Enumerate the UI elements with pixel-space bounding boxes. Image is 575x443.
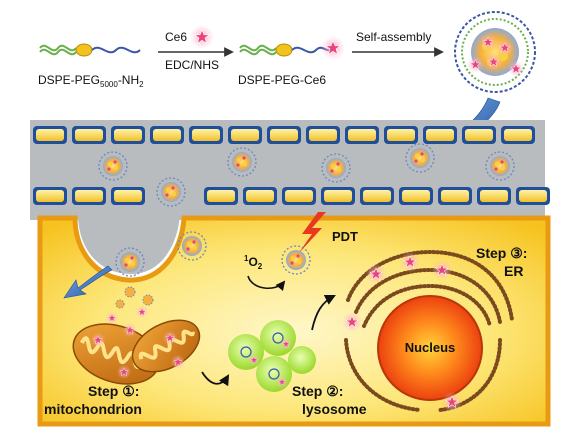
svg-text:Step ②:: Step ②: [292,383,343,399]
step-2-label: Step ②: lysosome [292,383,367,417]
svg-text:ER: ER [504,263,523,279]
large-nanoparticle-icon [454,11,536,93]
svg-text:Step ①:: Step ①: [88,383,139,399]
light-bolt-icon [298,212,326,254]
step-1-label: Step ①: mitochondrion [44,383,142,417]
disassembling-nanoparticles [105,286,154,325]
reactant-label: DSPE-PEG5000-NH2 [38,73,144,89]
svg-text:mitochondrion: mitochondrion [44,401,142,417]
mitochondrion-icon [72,319,201,385]
blood-vessel [30,120,550,220]
lysosome-icon [228,320,316,392]
ce6-star-icon [189,24,215,50]
reagent-edc-nhs-label: EDC/NHS [165,58,219,72]
singlet-oxygen-label: 1O2 [244,254,263,271]
synthesis-scheme: DSPE-PEG5000-NH2 Ce6 EDC/NHS DSPE-PEG-Ce… [38,11,536,93]
nucleus-label: Nucleus [405,340,456,355]
dspe-peg-ce6-molecule-icon [239,35,346,61]
step-3-label: Step ③: ER [476,245,527,279]
lysosome-to-er-arrow [311,295,336,331]
ros-cycle-arrow-icon [247,275,286,291]
svg-text:lysosome: lysosome [302,401,367,417]
self-assembly-label: Self-assembly [356,30,431,44]
pdt-label: PDT [332,229,358,244]
mito-to-lysosome-arrow [201,371,230,387]
nucleus-icon: Nucleus [377,295,483,401]
internalization-arrow-icon [63,265,113,299]
reagent-ce6-label: Ce6 [165,30,187,44]
dspe-peg-molecule-icon [39,43,141,57]
svg-text:Step ③:: Step ③: [476,245,527,261]
product-label: DSPE-PEG-Ce6 [238,73,326,87]
